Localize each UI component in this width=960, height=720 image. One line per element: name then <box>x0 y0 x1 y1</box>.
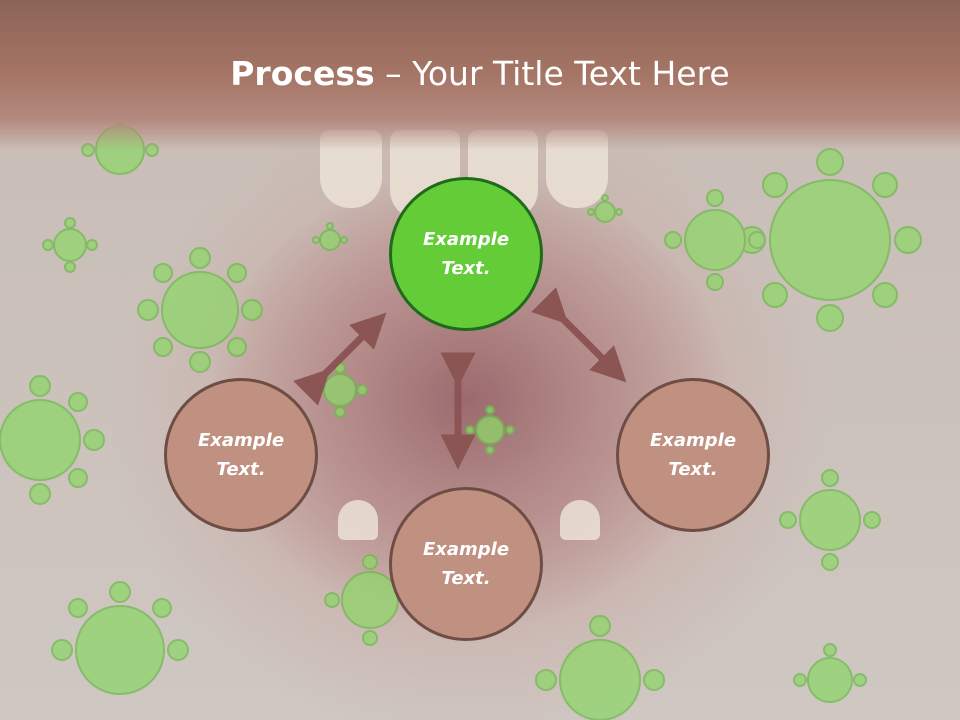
virus-icon <box>312 222 348 251</box>
process-node-top[interactable]: Example Text. <box>389 177 543 331</box>
node-text-line2: Text. <box>668 459 718 480</box>
process-node-left[interactable]: Example Text. <box>164 378 318 532</box>
arrow-top-right <box>531 287 627 383</box>
virus-icon <box>664 189 766 291</box>
process-node-right[interactable]: Example Text. <box>616 378 770 532</box>
process-node-bottom[interactable]: Example Text. <box>389 487 543 641</box>
virus-icon <box>137 247 263 373</box>
node-text-line2: Text. <box>441 568 491 589</box>
virus-icon <box>465 405 515 455</box>
virus-icon <box>587 194 623 223</box>
slide-title-bold: Process <box>230 54 375 93</box>
virus-icon <box>0 375 105 505</box>
slide-title-rest: – Your Title Text Here <box>374 54 730 93</box>
virus-icon <box>793 643 867 703</box>
slide-title[interactable]: Process – Your Title Text Here <box>0 52 960 96</box>
virus-icon <box>779 469 881 571</box>
node-text-line1: Example <box>422 539 510 560</box>
node-text-line1: Example <box>649 430 737 451</box>
title-band <box>0 0 960 150</box>
node-text-line1: Example <box>422 229 510 250</box>
node-text-line2: Text. <box>216 459 266 480</box>
tooth-decoration <box>560 500 600 540</box>
virus-icon <box>535 615 665 720</box>
node-text-line2: Text. <box>441 258 491 279</box>
node-text-line1: Example <box>197 430 285 451</box>
arrow-top-left <box>293 312 387 406</box>
virus-icon <box>738 148 922 332</box>
tooth-decoration <box>338 500 378 540</box>
virus-icon <box>42 217 98 273</box>
virus-icon <box>51 581 189 695</box>
